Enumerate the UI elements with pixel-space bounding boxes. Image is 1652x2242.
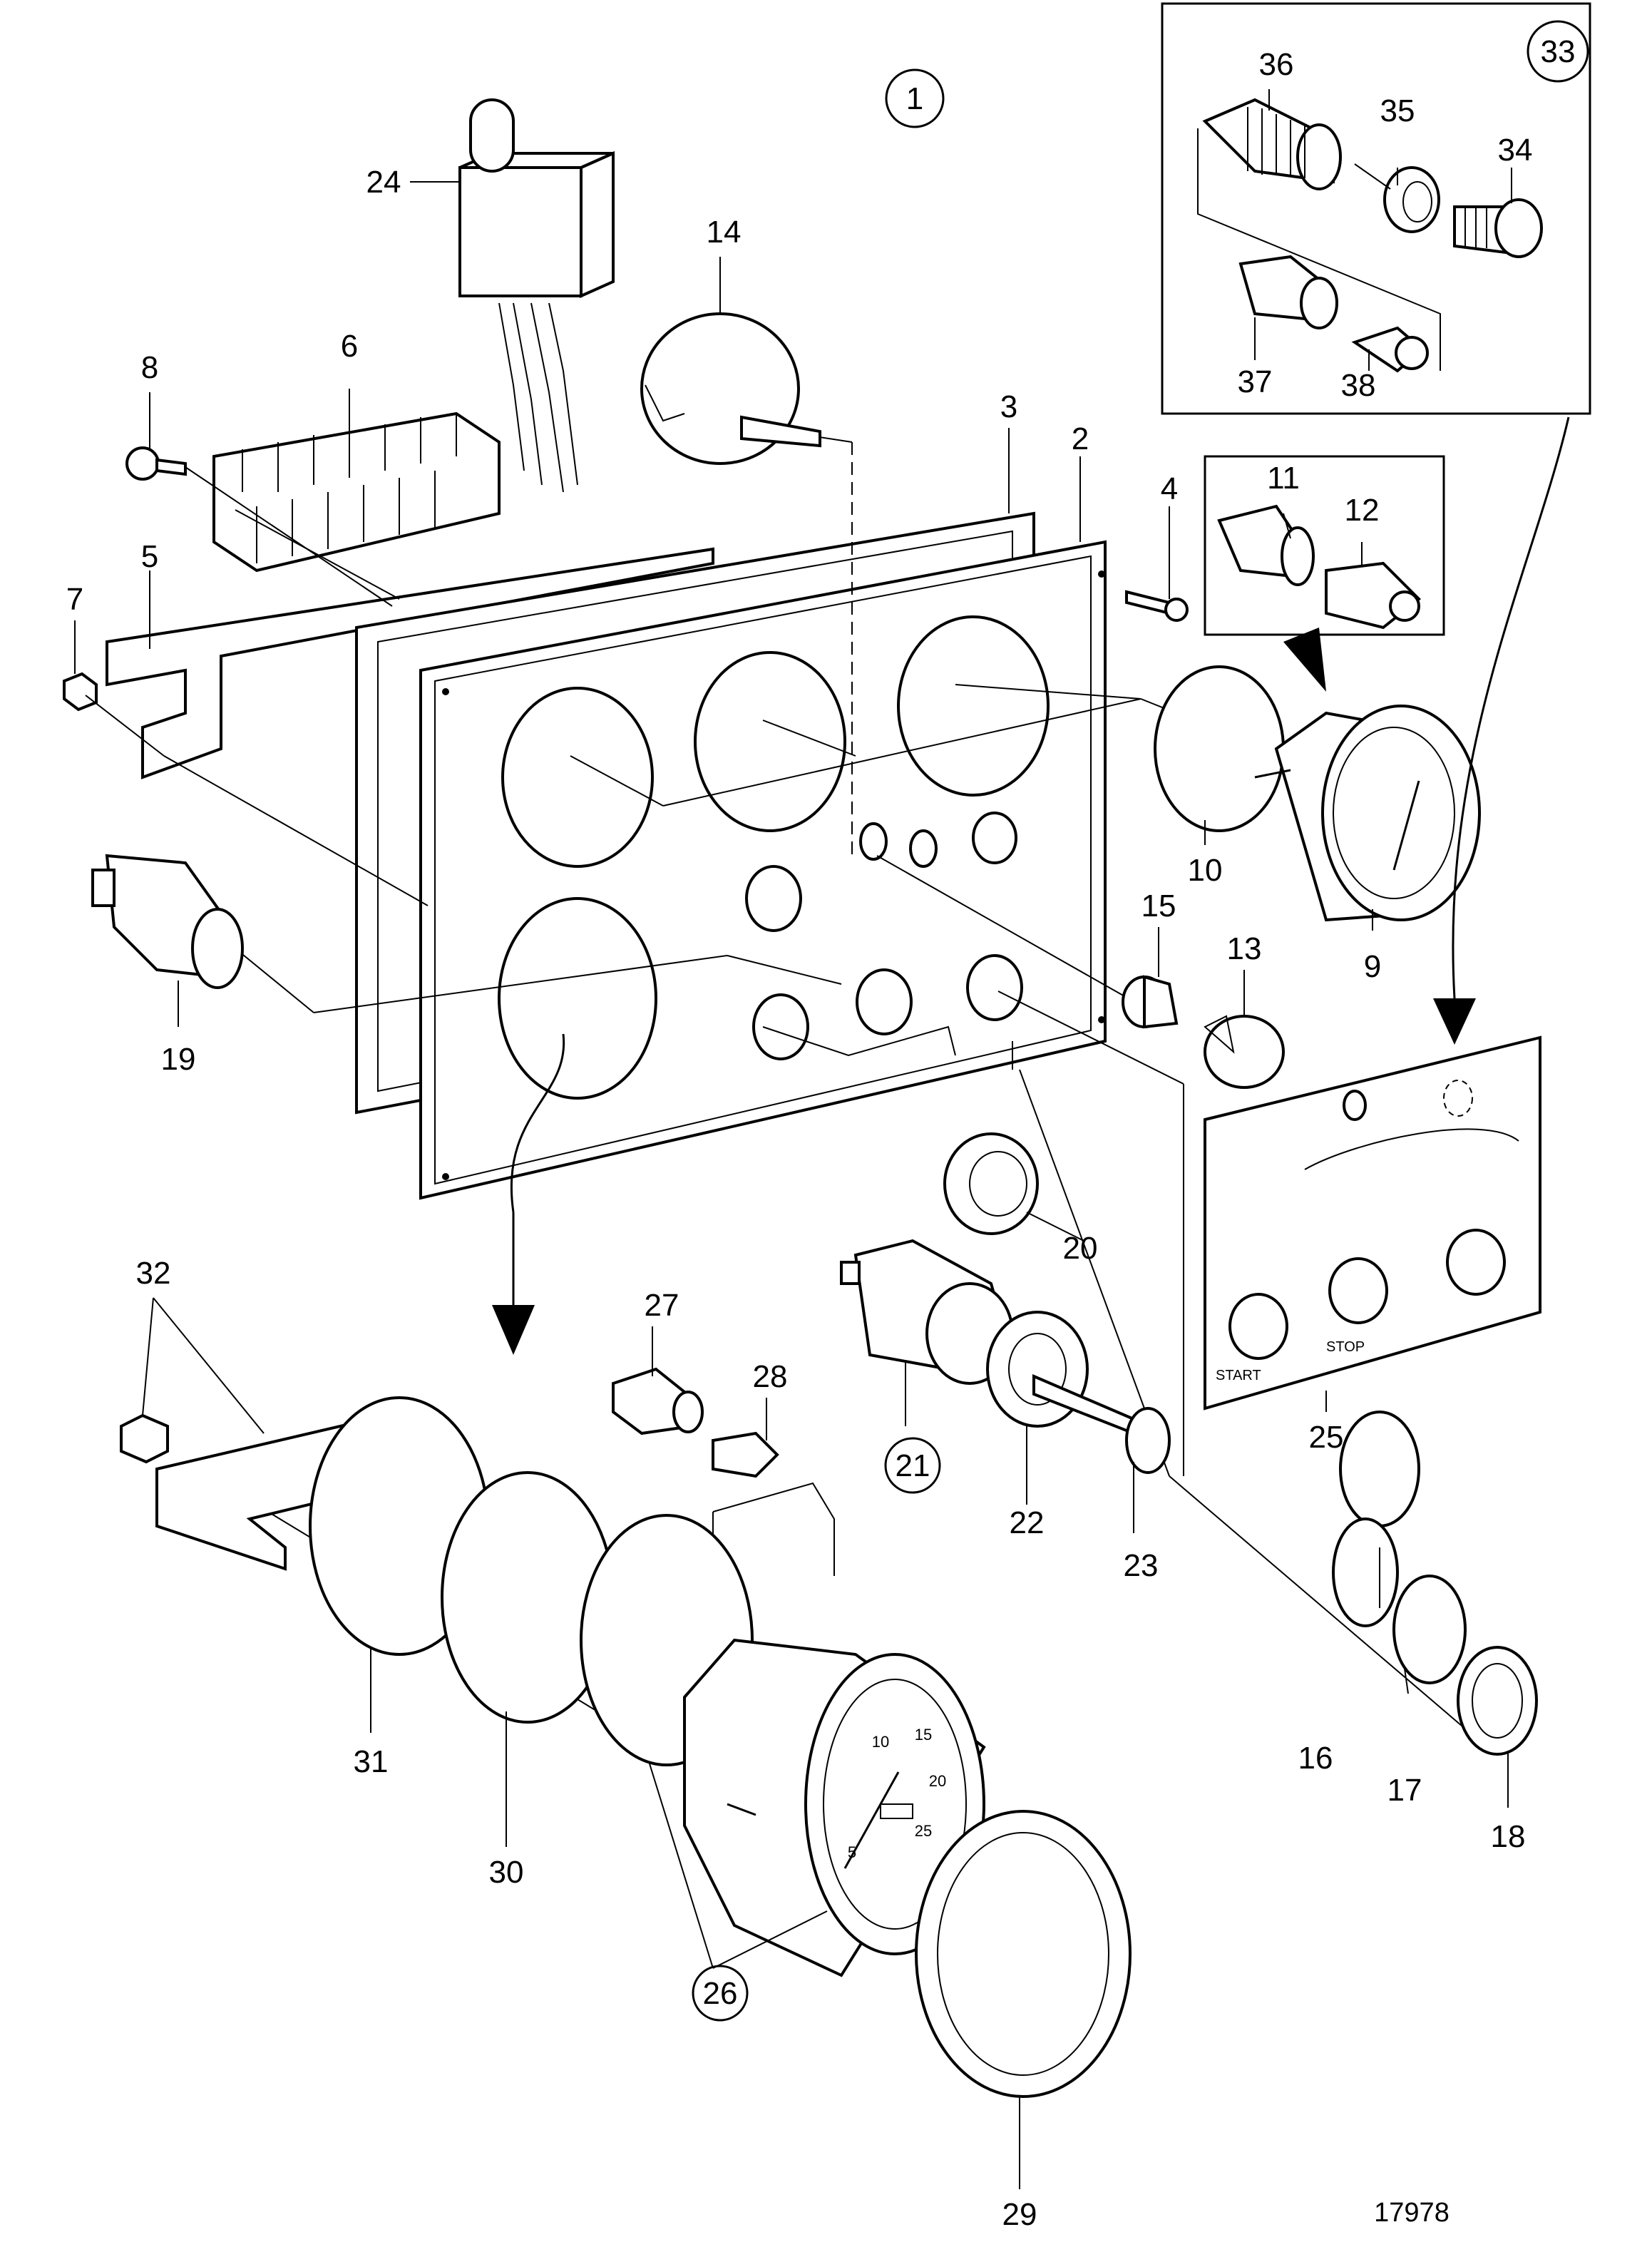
part-34-lens (1453, 198, 1543, 258)
callout-12: 12 (1345, 493, 1380, 528)
part-28-bulb (712, 1431, 779, 1478)
callout-numbers: 1 2 3 4 5 6 7 8 9 10 11 12 13 14 15 16 1… (66, 20, 1589, 2232)
callout-20: 20 (1063, 1231, 1098, 1266)
part-23-key (1032, 1373, 1171, 1474)
part-11-socket (1217, 504, 1315, 586)
callout-8: 8 (141, 350, 158, 385)
callout-29: 29 (1002, 2197, 1037, 2232)
callout-35: 35 (1380, 93, 1415, 128)
part-15-holder (1122, 975, 1179, 1029)
callout-28: 28 (753, 1359, 788, 1394)
inset-box-33 (1161, 2, 1591, 415)
callout-9: 9 (1364, 949, 1381, 984)
callout-6: 6 (341, 329, 358, 364)
part-12-bulb (1325, 561, 1421, 630)
tacho-scale-20: 20 (929, 1772, 946, 1790)
inset-box-11-12 (1204, 455, 1445, 636)
callout-2: 2 (1072, 421, 1089, 456)
callout-16: 16 (1298, 1741, 1333, 1776)
callout-23: 23 (1124, 1548, 1159, 1583)
callout-17: 17 (1387, 1773, 1422, 1808)
part-14-switch (640, 312, 821, 465)
callout-15: 15 (1141, 889, 1176, 923)
tacho-scale-25: 25 (915, 1822, 932, 1840)
assembly-arrows (492, 416, 1570, 1355)
callout-26: 26 (703, 1976, 738, 2011)
callout-5: 5 (141, 539, 158, 574)
callout-11: 11 (1267, 461, 1300, 496)
part-4-screw (1125, 590, 1189, 622)
part-7-nut (63, 672, 98, 712)
callout-31: 31 (354, 1744, 389, 1779)
tacho-scale-10: 10 (872, 1733, 889, 1751)
part-19-sender (91, 854, 244, 989)
callout-3: 3 (1000, 389, 1017, 424)
part-5-bracket (106, 547, 714, 779)
part-20-knob (943, 1132, 1039, 1235)
callout-10: 10 (1188, 853, 1223, 888)
callout-4: 4 (1161, 471, 1178, 506)
callout-33: 33 (1541, 34, 1576, 69)
callout-36: 36 (1259, 47, 1294, 82)
part-2-panel (419, 540, 1107, 1200)
part-17-ring (1392, 1575, 1467, 1684)
figure-number: 17978 (1374, 2198, 1450, 2228)
callout-leaders (74, 181, 1509, 2189)
callout-13: 13 (1227, 931, 1262, 966)
tacho-scale-5: 5 (848, 1843, 856, 1861)
callout-27: 27 (645, 1288, 679, 1323)
part-10-ring (1154, 665, 1285, 832)
part-9-gauge (1254, 705, 1481, 922)
callout-37: 37 (1238, 364, 1273, 399)
part-37-socket (1238, 255, 1338, 329)
callout-21: 21 (896, 1448, 930, 1483)
callout-18: 18 (1491, 1819, 1526, 1854)
part-6-terminal-block (212, 411, 501, 573)
callout-22: 22 (1010, 1505, 1045, 1540)
callout-25: 25 (1309, 1420, 1344, 1455)
part-27-socket (612, 1367, 704, 1435)
callout-19: 19 (161, 1042, 196, 1077)
part-24-relay (458, 98, 615, 493)
part-35-ring (1383, 166, 1440, 233)
part-25-plate: START STOP (1204, 1035, 1541, 1411)
part-8-screw (125, 446, 187, 481)
callout-34: 34 (1498, 133, 1533, 168)
callout-38: 38 (1341, 368, 1376, 403)
callout-32: 32 (136, 1256, 171, 1291)
callout-7: 7 (66, 582, 83, 617)
callout-24: 24 (366, 165, 401, 200)
callout-1: 1 (906, 81, 923, 116)
tacho-scale-15: 15 (915, 1726, 932, 1744)
part-16-cover (1332, 1411, 1420, 1627)
callout-14: 14 (707, 215, 742, 250)
part-18-ring (1457, 1646, 1538, 1756)
part-38-bulb (1351, 326, 1429, 373)
part-13-knob (1204, 1015, 1285, 1089)
part-29-bezel (915, 1810, 1132, 2098)
part-36-lamp-socket (1202, 98, 1342, 190)
stop-label: STOP (1326, 1339, 1365, 1355)
callout-30: 30 (489, 1855, 524, 1890)
start-label: START (1216, 1368, 1261, 1383)
